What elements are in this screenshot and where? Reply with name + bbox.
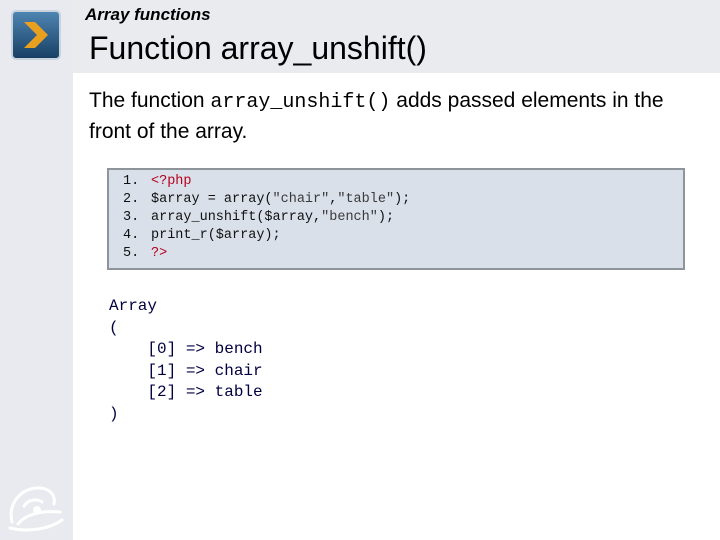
inline-code-function: array_unshift() bbox=[210, 91, 391, 114]
line-number: 4. bbox=[123, 228, 140, 243]
output-line: Array bbox=[109, 297, 158, 315]
section-label: Array functions bbox=[85, 5, 211, 24]
output-line: [2] => table bbox=[109, 383, 263, 401]
code-token: "bench" bbox=[321, 210, 378, 225]
intro-paragraph: The function array_unshift() adds passed… bbox=[89, 86, 689, 146]
code-block: 1. <?php 2. $array = array("chair","table")… bbox=[107, 168, 685, 270]
code-token: , bbox=[329, 192, 338, 207]
code-line: 4. print_r($array); bbox=[123, 227, 410, 245]
orbit-logo-icon bbox=[8, 486, 64, 532]
code-line: 5. ?> bbox=[123, 245, 410, 263]
output-line: [0] => bench bbox=[109, 340, 263, 358]
output-line: ( bbox=[109, 318, 119, 337]
code-token: $array = array( bbox=[151, 192, 273, 207]
output-block: Array ( [0] => bench [1] => chair [2] => … bbox=[109, 296, 263, 425]
code-token: <?php bbox=[151, 174, 192, 189]
line-number: 1. bbox=[123, 174, 140, 189]
line-number: 2. bbox=[123, 192, 140, 207]
intro-text-after: adds passed elements in the front of the… bbox=[89, 89, 664, 143]
code-token: "chair" bbox=[272, 192, 330, 207]
code-line: 2. $array = array("chair","table"); bbox=[123, 191, 410, 209]
code-token: ); bbox=[394, 192, 411, 207]
code-token: ?> bbox=[151, 246, 168, 261]
left-sidebar-band bbox=[0, 0, 73, 540]
code-line: 3. array_unshift($array,"bench"); bbox=[123, 209, 410, 227]
line-number: 5. bbox=[123, 246, 140, 261]
code-token: print_r($array); bbox=[151, 228, 281, 243]
output-line: ) bbox=[109, 404, 119, 423]
line-number: 3. bbox=[123, 210, 140, 225]
intro-text-before: The function bbox=[89, 89, 211, 112]
code-token: "table" bbox=[337, 192, 395, 207]
slide-title: Function array_unshift() bbox=[89, 30, 427, 66]
header-band bbox=[73, 0, 720, 73]
output-line: [1] => chair bbox=[109, 361, 263, 380]
code-lines: 1. <?php 2. $array = array("chair","table")… bbox=[123, 173, 410, 263]
chevron-right-icon[interactable] bbox=[11, 10, 61, 60]
code-line: 1. <?php bbox=[123, 173, 410, 191]
code-token: array_unshift($array, bbox=[151, 210, 322, 225]
code-token: ); bbox=[377, 210, 395, 225]
